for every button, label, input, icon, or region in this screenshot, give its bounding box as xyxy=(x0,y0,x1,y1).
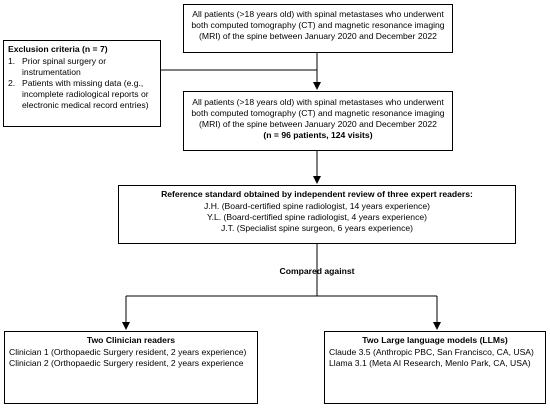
reference-reader: J.T. (Specialist spine surgeon, 6 years … xyxy=(220,223,414,233)
box-exclusion-criteria: Exclusion criteria (n = 7) 1. Prior spin… xyxy=(3,40,161,127)
clinician-item: Clinician 2 (Orthopaedic Surgery residen… xyxy=(9,358,244,368)
clinician-title: Two Clinician readers xyxy=(86,335,176,345)
exclusion-title: Exclusion criteria (n = 7) xyxy=(8,44,108,54)
exclusion-item-text: Prior spinal surgery or instrumentation xyxy=(22,56,107,77)
exclusion-item-text: Patients with missing data (e.g., incomp… xyxy=(22,78,149,110)
reference-reader: Y.L. (Board-certified spine radiologist,… xyxy=(206,212,428,222)
box-all-patients: All patients (>18 years old) with spinal… xyxy=(183,4,453,53)
llm-item: Llama 3.1 (Meta AI Research, Menlo Park,… xyxy=(329,358,531,368)
included-count: (n = 96 patients, 124 visits) xyxy=(263,130,373,140)
included-patients-text: All patients (>18 years old) with spinal… xyxy=(191,97,445,129)
exclusion-item-number: 2. xyxy=(8,78,16,88)
clinician-item: Clinician 1 (Orthopaedic Surgery residen… xyxy=(9,347,247,357)
exclusion-item: 2. Patients with missing data (e.g., inc… xyxy=(8,78,156,111)
compared-against-label: Compared against xyxy=(279,266,355,276)
llm-title: Two Large language models (LLMs) xyxy=(362,335,508,345)
box-reference-standard: Reference standard obtained by independe… xyxy=(118,185,516,244)
exclusion-item-number: 1. xyxy=(8,56,16,66)
box-large-language-models: Two Large language models (LLMs) Claude … xyxy=(324,331,546,404)
exclusion-item: 1. Prior spinal surgery or instrumentati… xyxy=(8,56,156,78)
box-clinician-readers: Two Clinician readers Clinician 1 (Ortho… xyxy=(4,331,258,404)
reference-title: Reference standard obtained by independe… xyxy=(161,189,473,199)
all-patients-text: All patients (>18 years old) with spinal… xyxy=(191,9,445,41)
llm-item: Claude 3.5 (Anthropic PBC, San Francisco… xyxy=(329,347,534,357)
box-included-patients: All patients (>18 years old) with spinal… xyxy=(183,91,453,151)
reference-reader: J.H. (Board-certified spine radiologist,… xyxy=(204,201,430,211)
